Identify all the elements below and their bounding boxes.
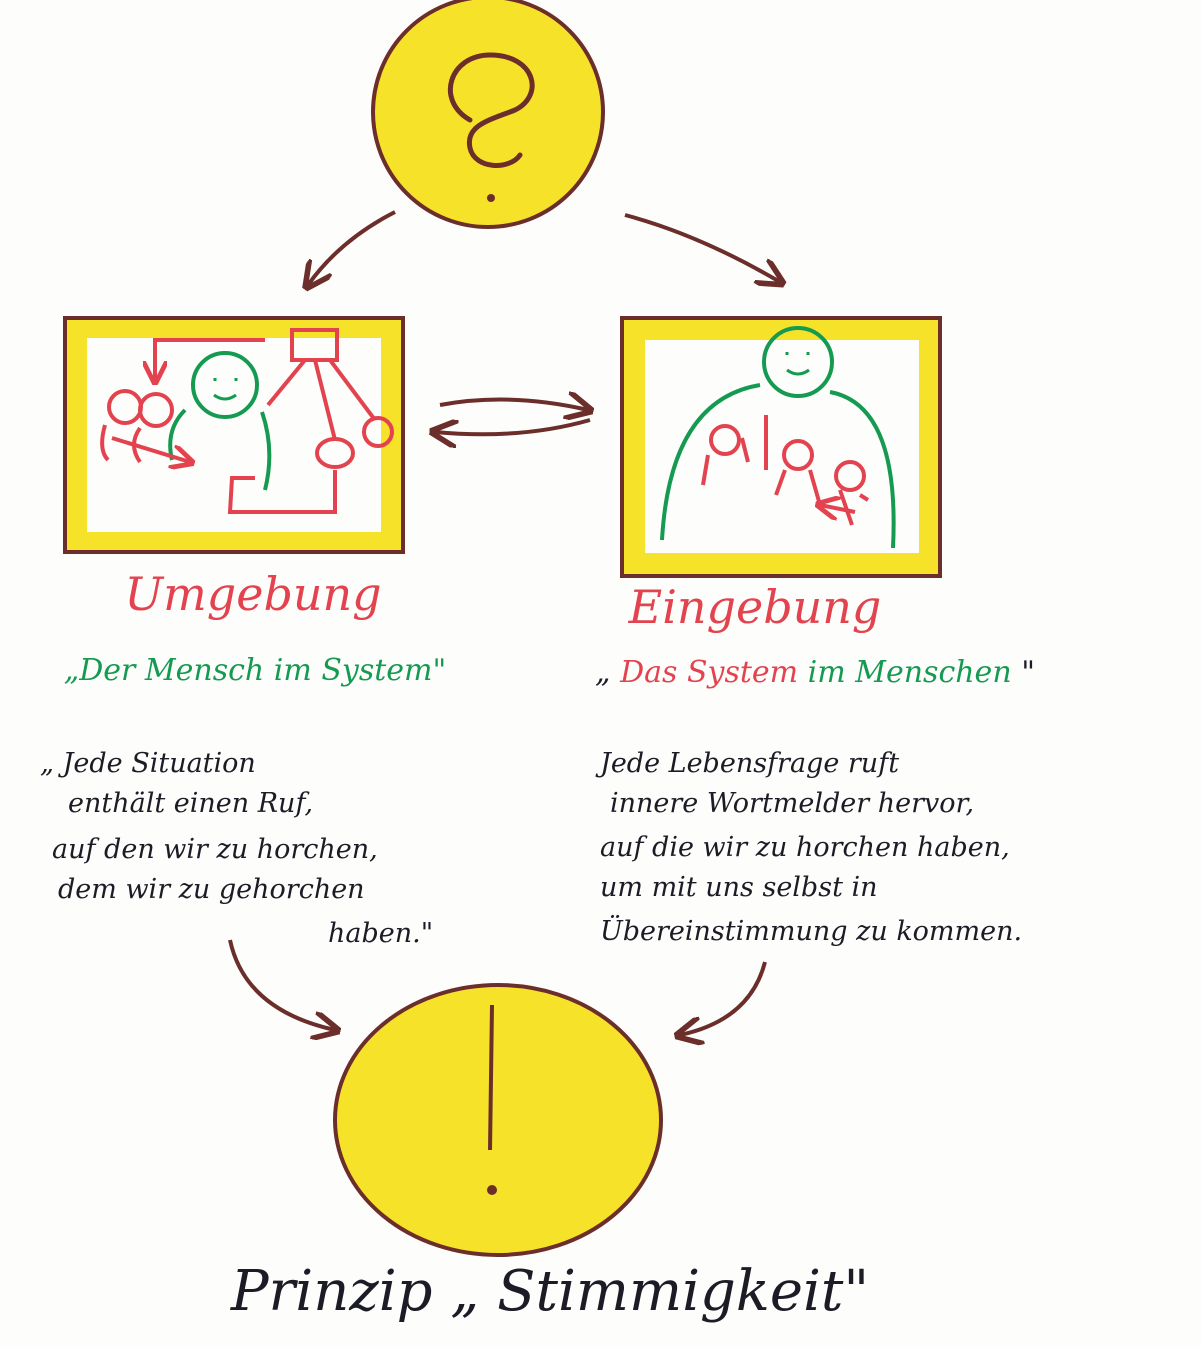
- eingebung-panel: [620, 316, 942, 578]
- left-quote-line: dem wir zu gehorchen: [58, 874, 365, 905]
- question-dot: [487, 194, 495, 202]
- subtitle-part-im: im: [808, 655, 856, 690]
- eingebung-subtitle: „ Das System im Menschen ": [595, 655, 1035, 690]
- umgebung-title: Umgebung: [124, 567, 381, 621]
- umgebung-quote: „ Jede Situation enthält einen Ruf, auf …: [40, 748, 433, 949]
- eingebung-quote: Jede Lebensfrage ruft innere Wortmelder …: [595, 748, 1022, 947]
- footer-principle: Prinzip „ Stimmigkeit": [230, 1259, 869, 1324]
- left-quote-line: enthält einen Ruf,: [68, 788, 313, 819]
- left-quote-line: haben.": [328, 918, 433, 949]
- arrow-to-umgebung: [308, 210, 396, 285]
- quote-open: „: [595, 655, 611, 690]
- left-quote-line: auf den wir zu horchen,: [52, 834, 378, 865]
- right-quote-line: innere Wortmelder hervor,: [610, 788, 974, 819]
- exclamation-mark-icon: [488, 1004, 494, 1151]
- left-quote-line: „ Jede Situation: [40, 748, 256, 779]
- right-quote-line: Übereinstimmung zu kommen.: [600, 913, 1022, 947]
- question-mark-icon: [447, 52, 535, 168]
- arrow-to-left: [435, 420, 591, 434]
- arrow-to-right: [439, 400, 588, 410]
- big-person-head: [762, 326, 834, 398]
- arrow-right-to-answer: [680, 961, 767, 1035]
- right-quote-line: auf die wir zu horchen haben,: [600, 832, 1010, 863]
- umgebung-panel: [63, 316, 405, 554]
- quote-close: ": [1021, 655, 1035, 690]
- subtitle-part-menschen: Menschen: [854, 655, 1011, 690]
- central-person-head: [191, 351, 259, 419]
- subtitle-part-system: Das System: [619, 655, 798, 690]
- right-quote-line: um mit uns selbst in: [600, 872, 878, 903]
- exclamation-circle: [333, 983, 663, 1257]
- arrow-left-to-answer: [228, 939, 335, 1030]
- eingebung-title: Eingebung: [628, 580, 882, 634]
- exclamation-dot: [487, 1185, 497, 1195]
- right-quote-line: Jede Lebensfrage ruft: [595, 748, 899, 779]
- umgebung-subtitle: „Der Mensch im System": [64, 653, 447, 688]
- arrow-to-eingebung: [624, 213, 780, 282]
- question-circle: [371, 0, 605, 229]
